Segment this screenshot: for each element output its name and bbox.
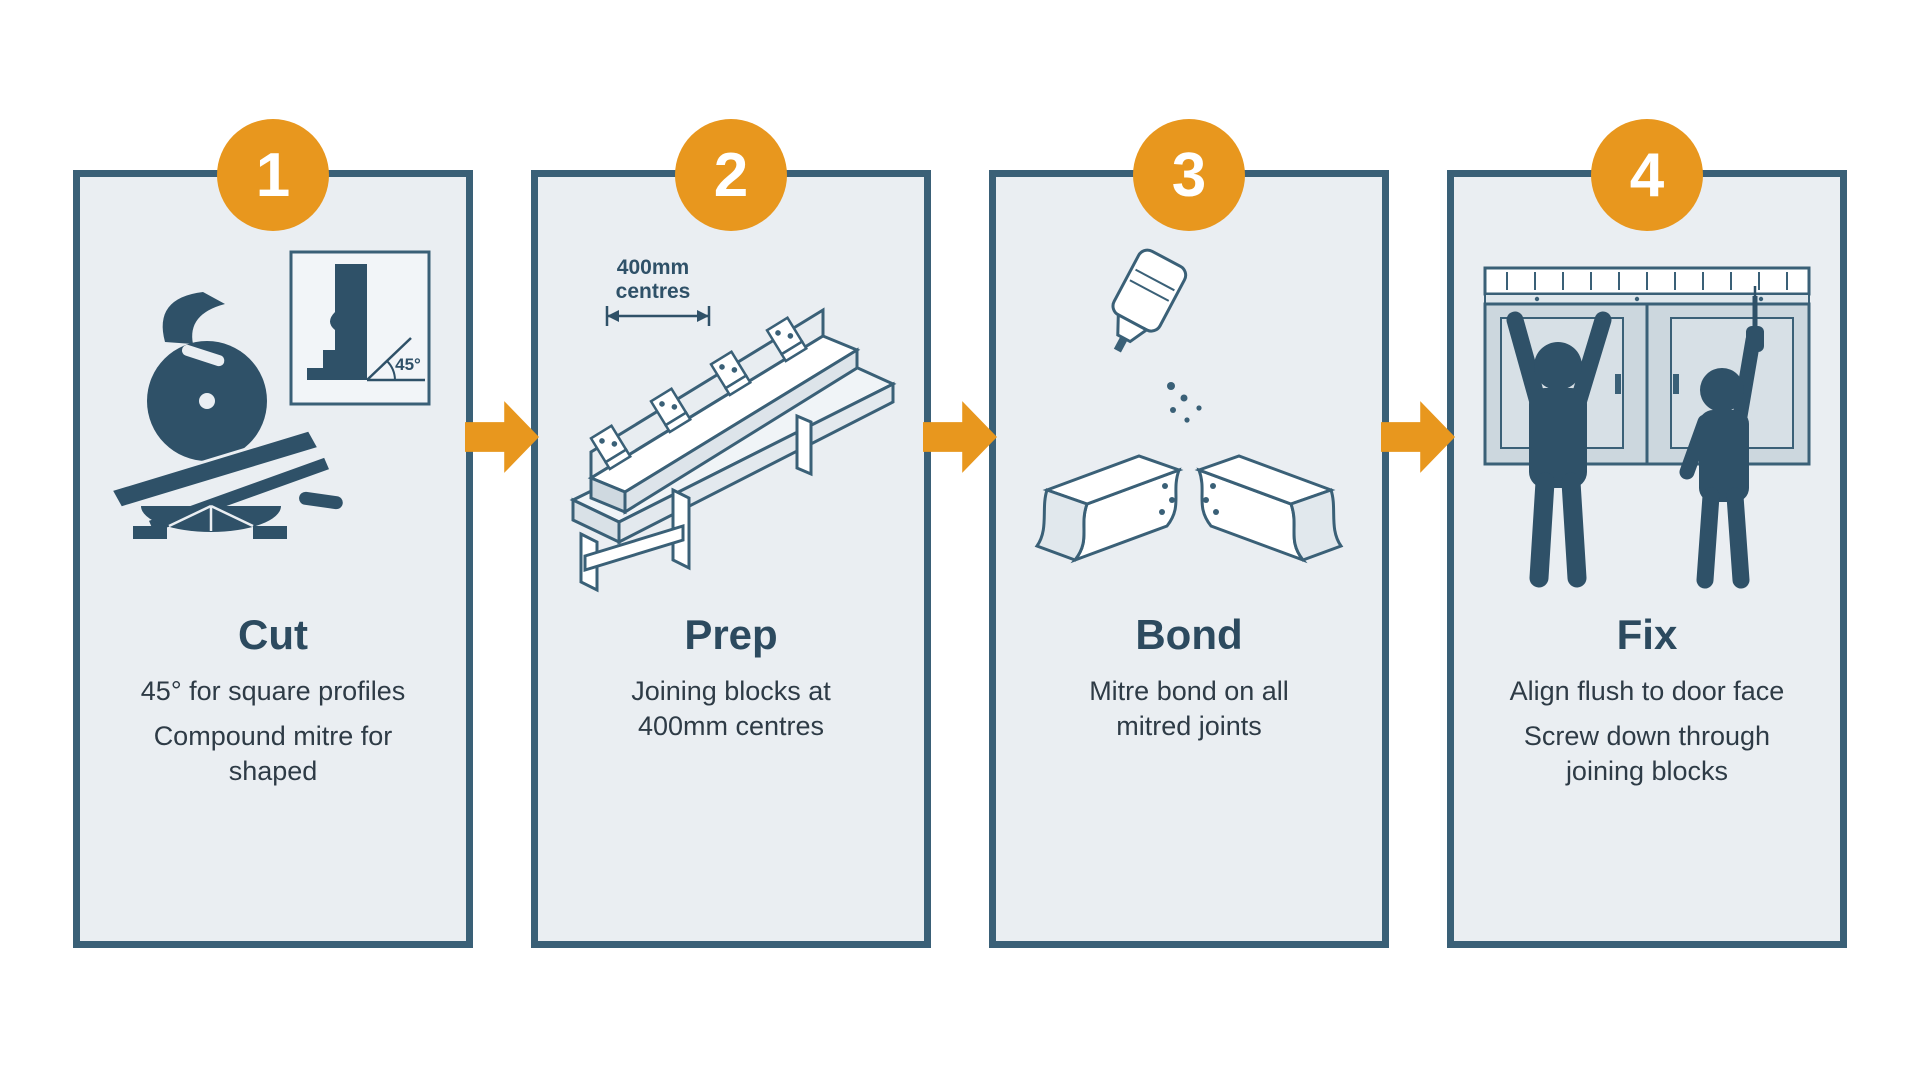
step-title: Fix bbox=[1616, 611, 1678, 658]
crown-piece-right bbox=[1197, 454, 1343, 562]
step-title: Cut bbox=[238, 611, 308, 658]
step-number-badge: 3 bbox=[1133, 119, 1245, 231]
step-number-badge: 2 bbox=[675, 119, 787, 231]
dimension-callout: 400mm centres bbox=[605, 256, 711, 326]
step-description-1: Align flush to door face bbox=[1509, 676, 1785, 706]
step-number: 1 bbox=[255, 140, 291, 210]
step-title: Bond bbox=[1135, 611, 1243, 658]
inset-angle-label: 45° bbox=[395, 355, 421, 374]
fix-illustration bbox=[1477, 227, 1817, 609]
step-number: 4 bbox=[1629, 140, 1665, 210]
step-panel-bond: 3 bbox=[989, 119, 1389, 948]
flow-arrow-icon bbox=[1381, 401, 1455, 473]
dimension-label-line2: centres bbox=[616, 280, 691, 303]
step-panel-prep: 2 bbox=[531, 119, 931, 948]
installers-cabinet-icon bbox=[1483, 266, 1811, 589]
installer-holding-figure bbox=[1506, 311, 1612, 588]
installer-screwing-figure bbox=[1679, 332, 1761, 589]
step-number-badge: 1 bbox=[217, 119, 329, 231]
flow-arrow-icon bbox=[923, 401, 997, 473]
prep-illustration: 400mm centres bbox=[561, 227, 901, 609]
mitre-saw-icon: 45° bbox=[108, 250, 431, 539]
joining-block bbox=[589, 424, 632, 471]
mitre-angle-inset: 45° bbox=[289, 250, 431, 406]
cornice-strip bbox=[1483, 266, 1811, 305]
step-panel-fix: 4 bbox=[1447, 119, 1847, 948]
step-description-1: Joining blocks at 400mm centres bbox=[631, 676, 831, 742]
step-number: 2 bbox=[713, 140, 749, 210]
glue-mitre-joint-icon bbox=[1035, 248, 1343, 562]
mitre-saw bbox=[108, 292, 343, 539]
joining-block bbox=[709, 350, 752, 397]
screwdriver-icon bbox=[1746, 286, 1764, 352]
step-panel-cut: 1 45° bbox=[73, 119, 473, 948]
step-description-1: 45° for square profiles bbox=[140, 676, 406, 706]
glue-bottle bbox=[1111, 248, 1188, 353]
step-description-1: Mitre bond on all mitred joints bbox=[1089, 676, 1289, 742]
step-title: Prep bbox=[684, 611, 778, 658]
joining-block bbox=[649, 387, 692, 434]
step-description-2: Screw down through joining blocks bbox=[1523, 721, 1771, 787]
crown-piece-left bbox=[1035, 454, 1181, 562]
step-description-2: Compound mitre for shaped bbox=[153, 721, 393, 787]
glue-drops bbox=[1167, 382, 1202, 423]
dimension-label-line1: 400mm bbox=[617, 256, 689, 279]
workbench-rail-icon: 400mm centres bbox=[569, 256, 897, 593]
rail-with-blocks bbox=[587, 307, 861, 515]
step-number: 3 bbox=[1171, 140, 1207, 210]
process-steps-row: 1 45° bbox=[73, 119, 1847, 948]
joining-block bbox=[765, 316, 808, 363]
cut-illustration: 45° bbox=[103, 227, 443, 609]
flow-arrow-icon bbox=[465, 401, 539, 473]
step-number-badge: 4 bbox=[1591, 119, 1703, 231]
bond-illustration bbox=[1019, 227, 1359, 609]
